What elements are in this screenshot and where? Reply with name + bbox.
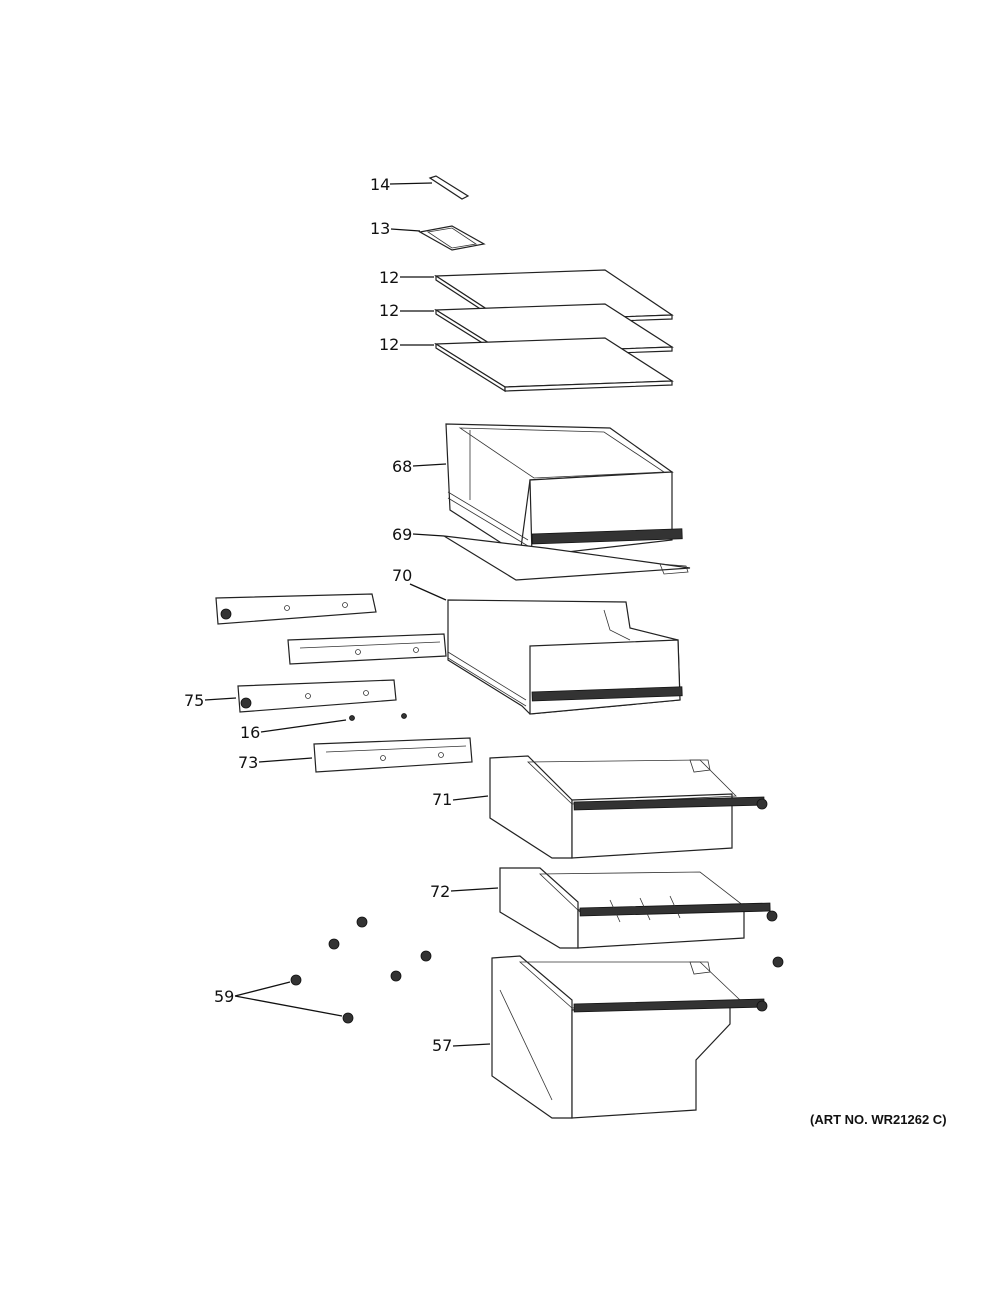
callout-75-label: 75 bbox=[184, 691, 204, 710]
callout-68-label: 68 bbox=[392, 457, 412, 476]
part-68-crisper-drawer bbox=[445, 423, 683, 557]
part-57-freezer-basket bbox=[491, 955, 768, 1119]
callout-12b-label: 12 bbox=[379, 301, 399, 320]
part-13-cover-plate bbox=[418, 225, 486, 251]
callout-12b: 12 bbox=[379, 301, 434, 320]
part-rail-upper-right bbox=[287, 633, 447, 665]
part-14-trim-bar bbox=[428, 175, 470, 200]
callout-59-label: 59 bbox=[214, 987, 234, 1006]
callout-73-label: 73 bbox=[238, 753, 258, 772]
callout-57-label: 57 bbox=[432, 1036, 452, 1055]
callout-12a: 12 bbox=[379, 268, 434, 287]
callout-69-label: 69 bbox=[392, 525, 412, 544]
callout-70: 70 bbox=[392, 566, 447, 601]
callout-69: 69 bbox=[392, 525, 445, 544]
art-number: (ART NO. WR21262 C) bbox=[810, 1112, 947, 1127]
callout-71: 71 bbox=[432, 790, 489, 809]
part-12-shelf-3 bbox=[434, 337, 674, 393]
callout-68: 68 bbox=[392, 457, 447, 476]
callout-70-label: 70 bbox=[392, 566, 412, 585]
callout-72: 72 bbox=[430, 882, 499, 901]
part-16-screws bbox=[349, 713, 407, 721]
part-70-drawer bbox=[447, 599, 683, 715]
part-72-freezer-tray bbox=[499, 867, 778, 949]
part-59-screws bbox=[290, 916, 784, 1024]
part-rail-upper-left bbox=[215, 593, 377, 625]
callout-57: 57 bbox=[432, 1036, 491, 1055]
callout-59: 59 bbox=[214, 981, 343, 1017]
callout-73: 73 bbox=[238, 753, 313, 772]
callout-16: 16 bbox=[240, 719, 347, 742]
part-73-rail bbox=[313, 737, 473, 773]
part-71-freezer-drawer bbox=[489, 755, 768, 859]
callout-75: 75 bbox=[184, 691, 237, 710]
part-69-crisper-cover bbox=[443, 535, 691, 581]
callout-14-label: 14 bbox=[370, 175, 390, 194]
part-75-rail bbox=[237, 679, 397, 713]
callout-14: 14 bbox=[370, 175, 433, 194]
callout-12c: 12 bbox=[379, 335, 434, 354]
callout-13-label: 13 bbox=[370, 219, 390, 238]
callout-71-label: 71 bbox=[432, 790, 452, 809]
callout-12a-label: 12 bbox=[379, 268, 399, 287]
callout-13: 13 bbox=[370, 219, 421, 238]
callout-72-label: 72 bbox=[430, 882, 450, 901]
callout-12c-label: 12 bbox=[379, 335, 399, 354]
callout-16-label: 16 bbox=[240, 723, 260, 742]
